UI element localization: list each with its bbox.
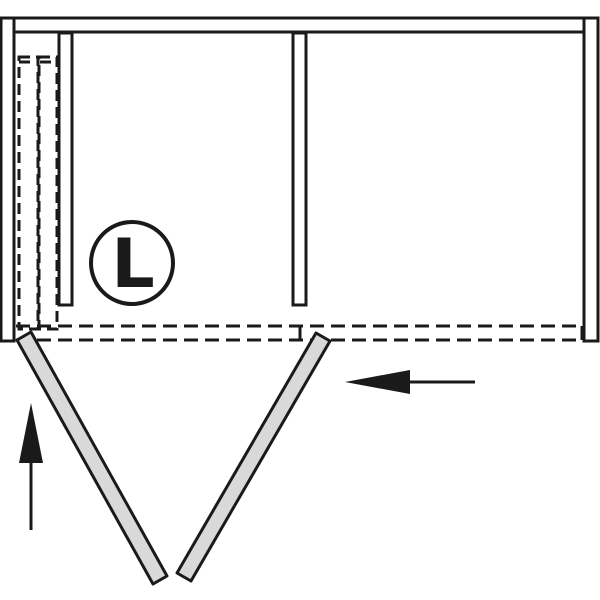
door-leaf-right <box>175 331 332 583</box>
interior-divider-middle <box>291 31 308 307</box>
cabinet-left-wall <box>0 16 16 343</box>
parked-door-panel-outer <box>17 55 40 331</box>
door-leaf-left <box>15 330 169 586</box>
hand-marker-letter: L <box>111 225 154 304</box>
parked-door-panels <box>17 55 59 331</box>
arrow-up-icon <box>19 403 43 530</box>
interior-divider-left <box>57 31 74 307</box>
parked-door-panel-inner <box>37 55 59 331</box>
cabinet-top-panel <box>0 16 600 34</box>
arrow-left-icon <box>345 370 475 394</box>
cabinet-right-wall <box>582 16 600 343</box>
closed-door-outline <box>16 324 584 342</box>
hand-marker-circle <box>89 220 175 306</box>
